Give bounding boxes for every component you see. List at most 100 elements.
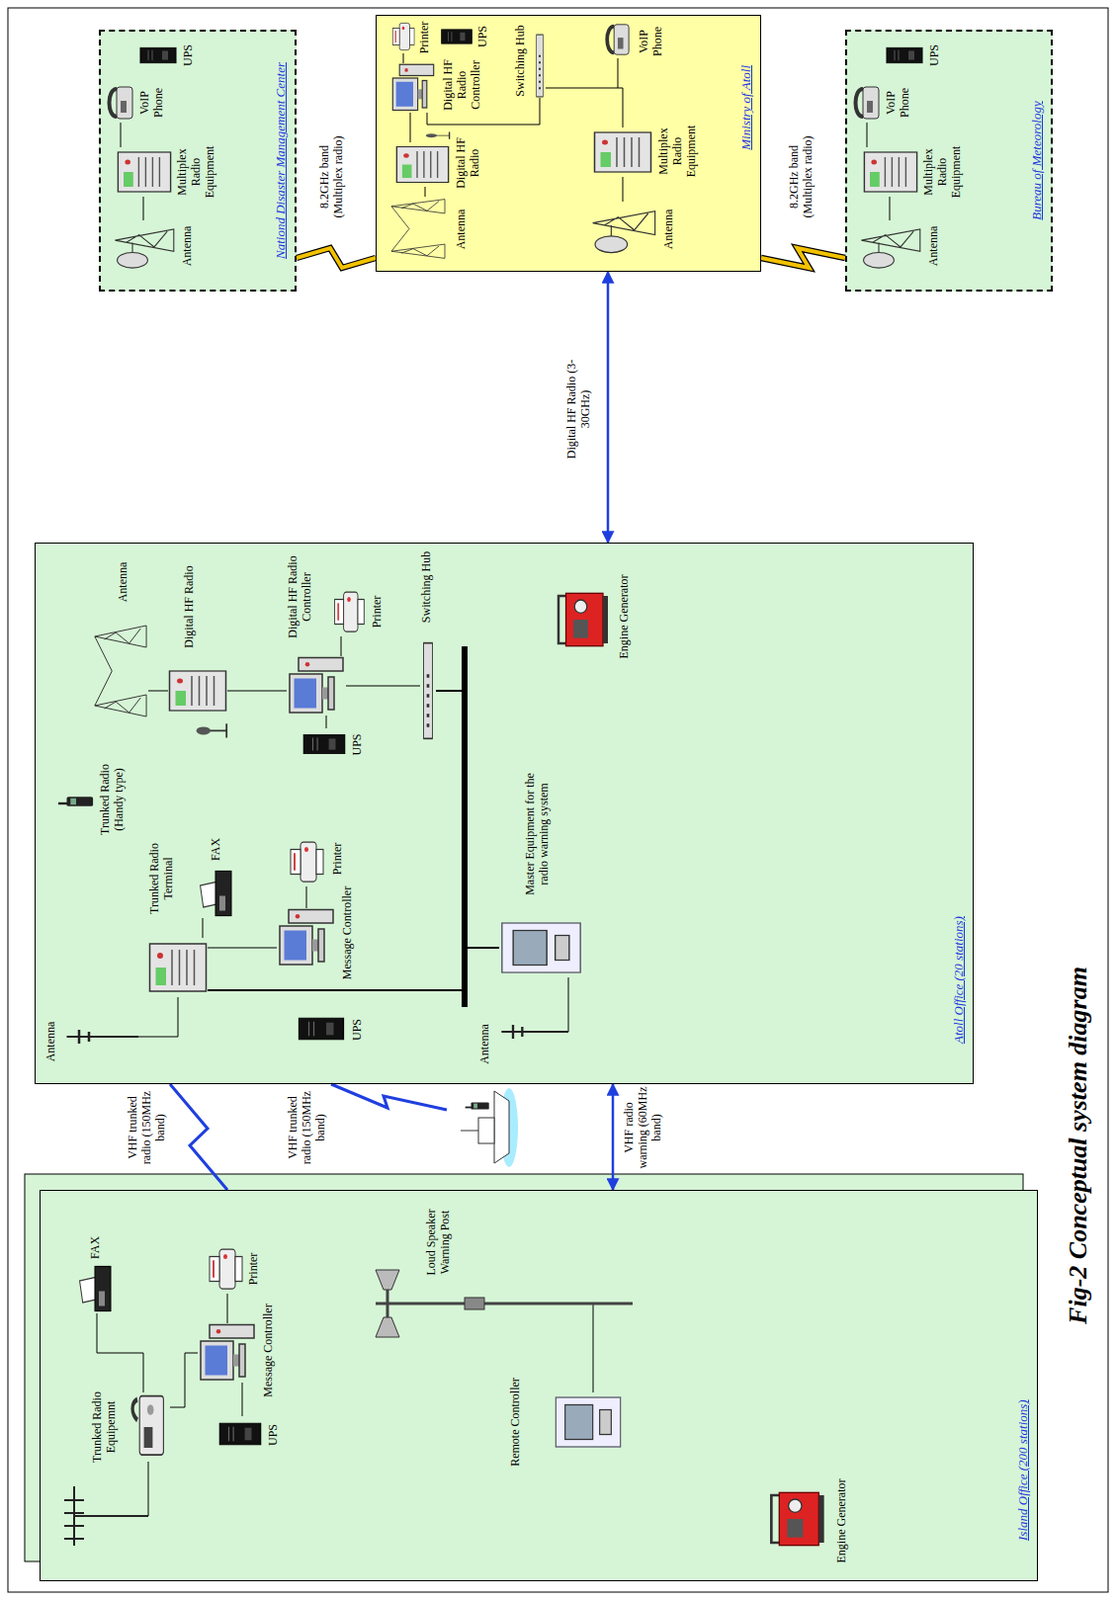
part-name: UPS xyxy=(350,1006,365,1054)
part-name: Multiplex Radio Equipment xyxy=(922,137,963,207)
part-name: Antenna xyxy=(454,194,469,264)
part-name: FAX xyxy=(209,821,224,861)
box-fill xyxy=(39,1190,1038,1582)
office-heading: Bureau of Meteorology xyxy=(1029,100,1045,220)
hf-radio-icon xyxy=(170,671,227,711)
dish-antenna xyxy=(593,211,656,254)
printer-icon xyxy=(290,842,324,882)
radio-bolt xyxy=(331,1084,447,1111)
part-name: Antenna xyxy=(927,211,942,281)
link-label: 8.2GHz band (Multiplex radio) xyxy=(318,122,346,232)
part-name: Antenna xyxy=(116,552,131,612)
office-box: Ministry of Atoll xyxy=(375,14,762,272)
microphone xyxy=(426,132,450,140)
link-label: 8.2GHz band (Multiplex radio) xyxy=(787,122,816,232)
part-name: Antenna xyxy=(44,1012,59,1072)
part-name: Switching Hub xyxy=(514,18,528,103)
ups-icon xyxy=(219,1423,260,1446)
part-name: UPS xyxy=(181,36,196,75)
bolt-outline xyxy=(296,248,376,268)
part-name: Message Controller xyxy=(341,883,355,983)
part-name: FAX xyxy=(88,1219,103,1260)
link-arrow xyxy=(611,1084,615,1191)
printer-icon xyxy=(393,22,415,50)
part-name: VoIP Phone xyxy=(884,76,913,130)
part-name: UPS xyxy=(476,16,491,57)
part-name: Message Controller xyxy=(261,1303,276,1398)
microphone xyxy=(196,723,228,738)
generator-icon xyxy=(558,593,608,646)
whip-antenna xyxy=(67,1030,140,1044)
remote-controller-icon xyxy=(555,1397,620,1448)
figure-caption: Fig-2 Conceptual system diagram xyxy=(1063,839,1094,1453)
part-name: Trunked Radio Equipemnt xyxy=(90,1377,119,1477)
ups-icon xyxy=(299,1018,344,1040)
switching-hub-icon xyxy=(536,34,544,97)
link-label: VHF trunked radio (150MHz band) xyxy=(126,1084,168,1172)
part-name: Multiplex Radio Equipment xyxy=(175,137,217,207)
pc-icon xyxy=(279,910,334,966)
part-name: Digital HF Radio xyxy=(454,131,483,195)
part-name: Remote Controller xyxy=(509,1373,523,1472)
link-label: Digital HF Radio (3-30GHz) xyxy=(565,354,594,464)
box-fill xyxy=(98,29,297,292)
office-heading: Atoll Office (20 stations) xyxy=(950,916,967,1044)
bolt-outline xyxy=(761,248,846,268)
office-heading: Ministry of Atoll xyxy=(738,65,755,151)
pc-icon xyxy=(289,658,344,714)
part-name: Trunked Radio (Handy type) xyxy=(98,755,127,845)
trunked-radio-icon xyxy=(132,1396,164,1457)
part-name: Printer xyxy=(247,1239,261,1299)
whip-antenna xyxy=(501,1025,569,1039)
pc-icon xyxy=(392,64,433,110)
part-name: UPS xyxy=(350,722,365,768)
office-box: Island Office (200 stations) xyxy=(39,1190,1038,1582)
office-heading: Nationd Disaster Management Center xyxy=(272,62,289,259)
part-name: VoIP Phone xyxy=(138,76,167,130)
printer-icon xyxy=(335,592,365,632)
wire xyxy=(96,1293,594,1517)
fax-icon xyxy=(80,1267,111,1312)
box-fill xyxy=(845,29,1053,292)
link-arrow xyxy=(606,271,610,543)
radio-bolt xyxy=(170,1084,228,1191)
box-fill xyxy=(375,14,762,272)
part-name: Trunked Radio Terminal xyxy=(148,829,176,929)
part-name: Antenna xyxy=(180,211,195,281)
lan-bus xyxy=(461,646,468,1008)
part-name: UPS xyxy=(928,36,943,75)
yagi-antenna xyxy=(64,1486,149,1546)
hf-antenna xyxy=(391,199,445,259)
generator-icon xyxy=(771,1492,824,1546)
ship-mast xyxy=(460,1130,479,1132)
hf-radio-icon xyxy=(396,147,448,183)
part-name: Printer xyxy=(418,16,432,59)
handy-radio-icon xyxy=(465,1102,490,1110)
radio-bolt xyxy=(761,248,846,268)
station-equipment xyxy=(856,47,924,268)
pc-icon xyxy=(200,1325,255,1381)
ups-icon xyxy=(441,29,473,44)
speaker-horn xyxy=(375,1270,400,1338)
hf-antenna xyxy=(94,625,147,717)
voip-phone xyxy=(606,24,629,55)
office-box: Atoll Office (20 stations) xyxy=(34,542,974,1085)
part-name: Master Equipment for the radio warning s… xyxy=(523,760,552,909)
part-name: Digital HF Radio Controller xyxy=(286,547,315,647)
part-name: Loud Speaker Warning Post xyxy=(425,1193,453,1292)
multiplex-radio xyxy=(595,132,652,172)
part-name: Digital HF Radio Controller xyxy=(441,52,483,118)
ship-cabin xyxy=(478,1117,495,1144)
ups-icon xyxy=(303,734,344,754)
office-heading: Island Office (200 stations) xyxy=(1015,1399,1031,1542)
part-name: VoIP Phone xyxy=(637,16,666,67)
fax-icon xyxy=(200,871,232,917)
printer-icon xyxy=(209,1249,243,1289)
wire xyxy=(138,636,569,1037)
part-name: Antenna xyxy=(662,194,677,264)
part-name: Engine Generator xyxy=(617,567,632,667)
part-name: VHF trunked radio (150MHz band) xyxy=(286,1084,328,1172)
station-equipment xyxy=(109,47,177,268)
pole-box xyxy=(464,1297,485,1310)
part-name: Switching Hub xyxy=(420,547,434,627)
